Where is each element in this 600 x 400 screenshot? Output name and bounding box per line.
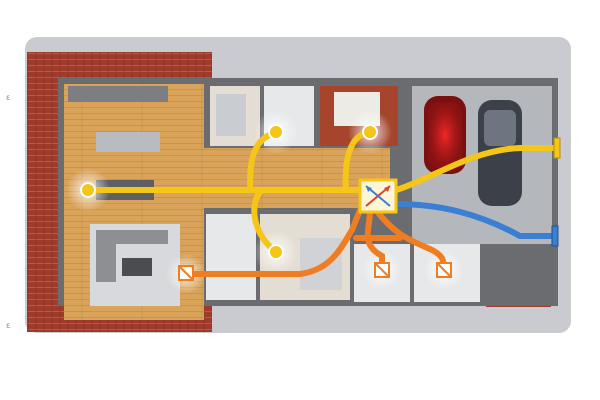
heat-recovery-unit-icon xyxy=(358,178,398,214)
supply-outlet-icon xyxy=(80,182,96,198)
supply-outlets xyxy=(80,124,378,260)
extract-outlet-icon xyxy=(178,265,194,281)
extract-outlet-icon xyxy=(436,262,452,278)
red-car xyxy=(424,96,466,174)
sofa xyxy=(96,230,116,282)
sofa-back xyxy=(116,230,168,244)
edge-mark-left-bottom: ε xyxy=(6,321,10,330)
extract-living-duct xyxy=(183,207,363,277)
bedroom-2-bed xyxy=(216,94,246,136)
supply-outlet-icon xyxy=(268,244,284,260)
exhaust-terminal-icon xyxy=(551,225,559,247)
exhaust-duct xyxy=(393,201,557,239)
supply-bedroom-3-duct xyxy=(251,187,279,255)
kitchen-island xyxy=(96,132,160,152)
intake-terminal-icon xyxy=(553,137,561,159)
supply-outlet-icon xyxy=(268,124,284,140)
extract-outlet-icon xyxy=(374,262,390,278)
hallway-floor xyxy=(200,148,390,208)
coffee-table xyxy=(122,258,152,276)
extract-outlets xyxy=(178,262,452,281)
bathroom-floor xyxy=(206,214,256,300)
fresh-intake-duct xyxy=(393,145,559,193)
supply-ducts xyxy=(85,129,559,255)
supply-outlet-icon xyxy=(362,124,378,140)
kitchen-bench xyxy=(68,86,168,102)
edge-mark-left-top: ε xyxy=(6,93,10,102)
